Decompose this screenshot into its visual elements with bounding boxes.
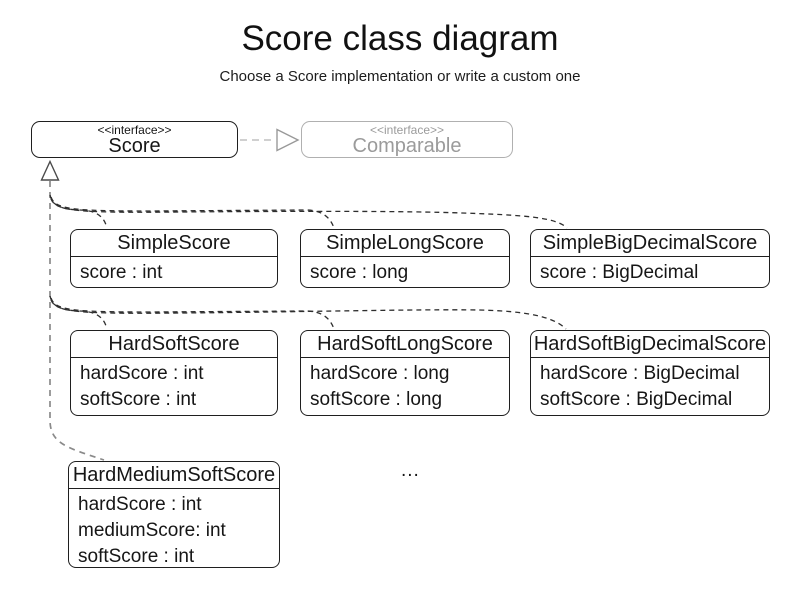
class-name: HardSoftScore [108, 333, 240, 355]
interface-name: Comparable [352, 135, 462, 157]
edge-score-simplescore [49, 194, 108, 229]
interface-comparable: <<interface>> Comparable [301, 121, 513, 158]
edge-score-simplebigdecimalscore [50, 198, 568, 229]
class-name: SimpleBigDecimalScore [542, 232, 758, 254]
more-implementations-ellipsis: ... [401, 460, 420, 481]
realization-arrowhead-icon [276, 128, 300, 152]
class-attribute: hardScore : long [310, 363, 450, 384]
page-subtitle: Choose a Score implementation or write a… [219, 68, 581, 85]
edge-trunk-hardmediumsoftscore [49, 181, 105, 461]
class-attribute: mediumScore: int [78, 520, 226, 541]
class-simple-long-score: SimpleLongScore score : long [300, 229, 510, 288]
class-hard-soft-big-decimal-score: HardSoftBigDecimalScore hardScore : BigD… [530, 330, 770, 416]
class-attributes: hardScore : int softScore : int [71, 357, 277, 415]
class-attribute: softScore : long [310, 389, 443, 410]
class-attribute: softScore : int [78, 546, 195, 567]
class-hard-soft-long-score: HardSoftLongScore hardScore : long softS… [300, 330, 510, 416]
class-attribute: score : int [80, 262, 163, 283]
interface-stereotype: <<interface>> [97, 123, 172, 137]
class-hard-soft-score: HardSoftScore hardScore : int softScore … [70, 330, 278, 416]
class-attribute: softScore : BigDecimal [540, 389, 733, 410]
page-title: Score class diagram [241, 19, 559, 58]
class-attribute: score : long [310, 262, 409, 283]
class-attribute: hardScore : BigDecimal [540, 363, 740, 384]
generalization-arrowhead-icon [40, 159, 60, 181]
class-attributes: score : long [301, 256, 509, 287]
class-attributes: hardScore : BigDecimal softScore : BigDe… [531, 357, 769, 415]
edge-score-hardsoftbigdecimalscore [50, 299, 567, 330]
interface-score: <<interface>> Score [31, 121, 238, 158]
class-name: SimpleLongScore [326, 232, 484, 254]
class-simple-score: SimpleScore score : int [70, 229, 278, 288]
class-attribute: score : BigDecimal [540, 262, 699, 283]
class-name: HardMediumSoftScore [72, 464, 276, 486]
class-attribute: hardScore : int [80, 363, 204, 384]
interface-stereotype: <<interface>> [369, 123, 445, 137]
interface-name: Score [108, 135, 161, 157]
edge-score-hardsoftscore [49, 295, 108, 330]
class-attribute: hardScore : int [78, 494, 202, 515]
class-attributes: score : BigDecimal [531, 256, 769, 287]
class-attribute: softScore : int [80, 389, 197, 410]
class-name: HardSoftLongScore [317, 333, 493, 355]
class-attributes: score : int [71, 256, 277, 287]
class-attributes: hardScore : long softScore : long [301, 357, 509, 415]
edge-score-simplelongscore [50, 196, 335, 229]
class-hard-medium-soft-score: HardMediumSoftScore hardScore : int medi… [68, 461, 280, 568]
class-attributes: hardScore : int mediumScore: int softSco… [69, 488, 279, 570]
class-name: SimpleScore [117, 232, 231, 254]
class-name: HardSoftBigDecimalScore [533, 333, 767, 355]
class-simple-big-decimal-score: SimpleBigDecimalScore score : BigDecimal [530, 229, 770, 288]
edge-score-hardsoftlongscore [50, 297, 335, 330]
